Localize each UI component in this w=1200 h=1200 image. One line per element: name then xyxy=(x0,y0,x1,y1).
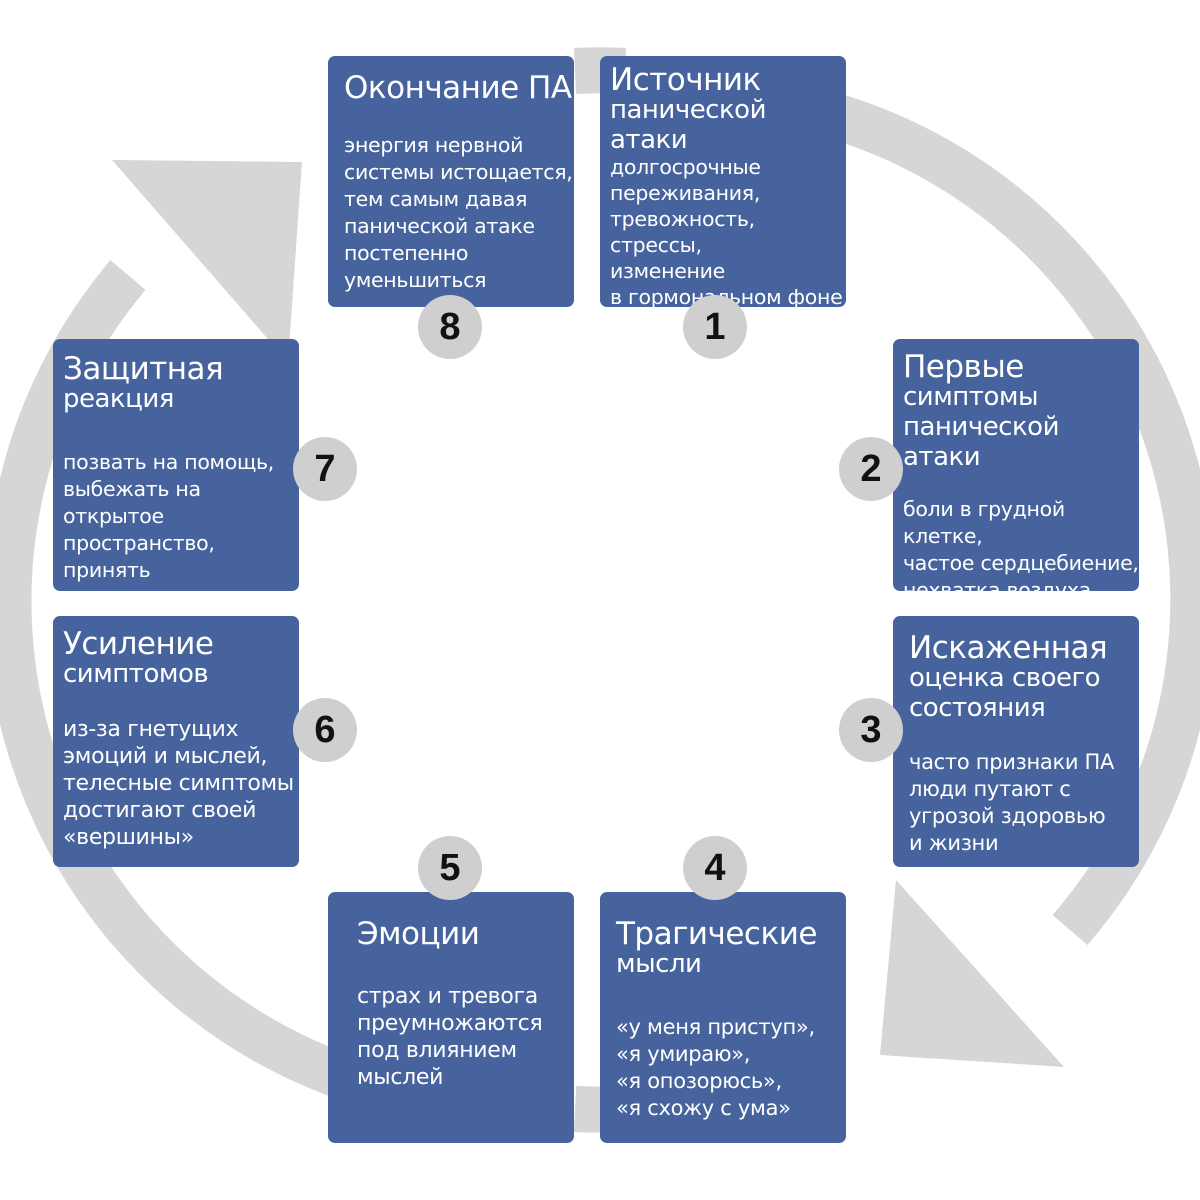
step-title: Окончание ПА xyxy=(344,73,574,132)
step-title-line1: Искаженная xyxy=(909,630,1108,666)
step-title-line1: Защитная xyxy=(63,351,224,387)
step-title-line1: Эмоции xyxy=(357,916,480,952)
step-badge-1: 1 xyxy=(683,295,747,359)
step-title-line1: Усиление xyxy=(63,626,214,662)
step-title-line2: мысли xyxy=(616,949,702,979)
step-badge-2: 2 xyxy=(839,437,903,501)
step-description: боли в грудной клетке, частое сердцебиен… xyxy=(903,497,1139,591)
step-title-line2: панической атаки xyxy=(610,95,767,155)
step-badge-8: 8 xyxy=(418,295,482,359)
step-badge-3: 3 xyxy=(839,698,903,762)
step-badge-5: 5 xyxy=(418,836,482,900)
step-card-5: Эмоции страх и тревога преумножаются под… xyxy=(328,892,574,1143)
step-description: «у меня приступ», «я умираю», «я опозорю… xyxy=(616,1015,815,1120)
step-title-line2: реакция xyxy=(63,384,174,414)
step-badge-7: 7 xyxy=(293,437,357,501)
step-title-line1: Окончание ПА xyxy=(344,70,572,106)
step-badge-4: 4 xyxy=(683,836,747,900)
step-badge-6: 6 xyxy=(293,698,357,762)
step-title-line1: Трагические xyxy=(616,916,817,952)
step-title: Эмоции xyxy=(357,919,574,983)
step-title-line2: оценка своего состояния xyxy=(909,663,1101,723)
step-card-8: Окончание ПА энергия нервной системы ист… xyxy=(328,56,574,307)
step-title-line1: Первые xyxy=(903,349,1024,385)
ring-arc-left xyxy=(0,260,379,1109)
step-description: энергия нервной системы истощается, тем … xyxy=(344,133,573,292)
step-title-line2: симптомов xyxy=(63,659,209,689)
step-title-line1: Источник xyxy=(610,62,761,98)
arrowhead-top-left xyxy=(112,160,302,362)
step-description: из-за гнетущих эмоций и мыслей, телесные… xyxy=(63,717,294,850)
step-description: долгосрочные переживания, тревожность, с… xyxy=(610,155,843,307)
step-description: страх и тревога преумножаются под влияни… xyxy=(357,984,543,1090)
arrowhead-bottom-right xyxy=(880,880,1064,1067)
step-description: часто признаки ПА люди путают с угрозой … xyxy=(909,750,1115,855)
ring-arc-right xyxy=(821,91,1200,946)
step-title-line2: симптомы панической атаки xyxy=(903,382,1060,472)
step-description: позвать на помощь, выбежать на открытое … xyxy=(63,450,274,591)
